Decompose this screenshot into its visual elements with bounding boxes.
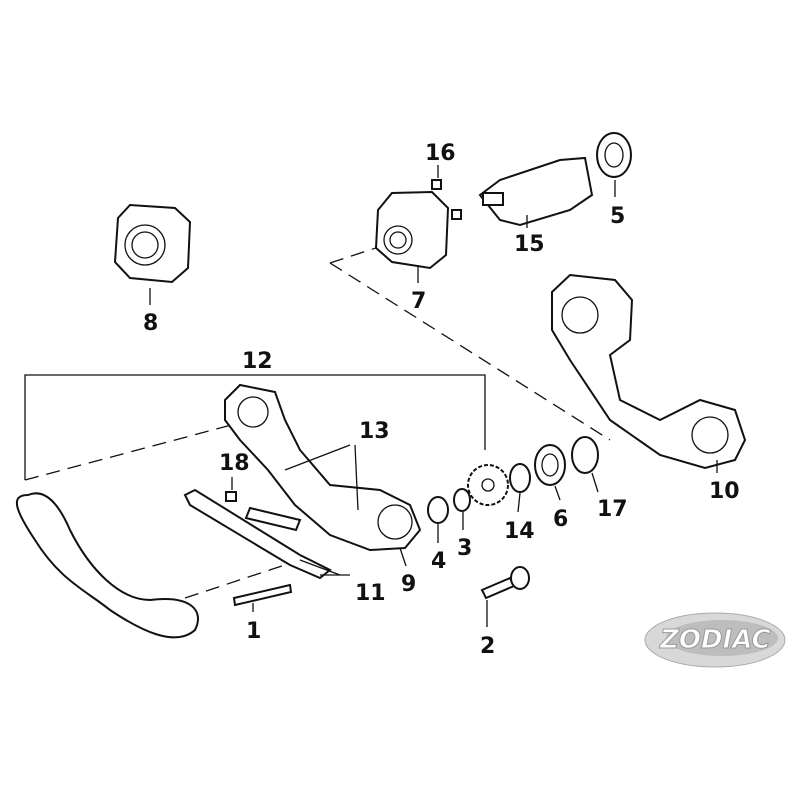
assembly-line xyxy=(329,262,611,441)
part-7-housing xyxy=(374,190,450,270)
part-15-shaft xyxy=(478,156,594,227)
callout-16: 16 xyxy=(425,141,456,166)
callout-1: 1 xyxy=(246,619,261,644)
part-18-dowel xyxy=(225,491,237,502)
zodiac-logo: ZODIAC xyxy=(644,612,786,668)
part-4-nut xyxy=(427,496,449,524)
part-16-dowel xyxy=(431,179,442,190)
callout-6: 6 xyxy=(553,507,568,532)
callout-18: 18 xyxy=(219,451,250,476)
part-11-tensioner xyxy=(183,488,332,580)
part-2-washer xyxy=(510,566,530,590)
bracket-12 xyxy=(24,374,486,480)
part-14-spacer xyxy=(509,463,531,493)
callout-5: 5 xyxy=(610,204,625,229)
callouts: 16 5 15 7 8 12 13 18 10 17 6 14 3 4 9 11… xyxy=(143,141,740,659)
callout-7: 7 xyxy=(411,289,426,314)
part-9-inner-primary xyxy=(224,383,422,552)
part-10-inner-primary xyxy=(551,273,747,470)
part-6-bearing xyxy=(534,444,566,486)
part-17-retaining-ring xyxy=(571,436,599,474)
assembly-line xyxy=(184,559,301,599)
part-5-bearing xyxy=(596,132,632,178)
assembly-line xyxy=(24,419,251,481)
callout-12: 12 xyxy=(242,349,273,374)
part-16-dowel xyxy=(451,209,462,220)
part-3-washer xyxy=(453,488,471,512)
callout-10: 10 xyxy=(709,479,740,504)
callout-4: 4 xyxy=(431,549,446,574)
callout-8: 8 xyxy=(143,311,158,336)
callout-3: 3 xyxy=(457,536,472,561)
callout-9: 9 xyxy=(401,572,416,597)
sprocket xyxy=(467,464,509,506)
callout-2: 2 xyxy=(480,634,495,659)
callout-13: 13 xyxy=(359,419,390,444)
svg-text:ZODIAC: ZODIAC xyxy=(659,625,771,655)
callout-14: 14 xyxy=(504,519,535,544)
part-12-chain xyxy=(15,492,199,639)
part-8-housing xyxy=(113,203,192,284)
part-1-bolt xyxy=(232,583,293,607)
part-11-tensioner xyxy=(244,506,302,532)
callout-15: 15 xyxy=(514,232,545,257)
callout-11: 11 xyxy=(355,581,386,606)
part-2-bolt xyxy=(480,576,516,600)
leader-lines xyxy=(149,165,718,627)
callout-17: 17 xyxy=(597,497,628,522)
